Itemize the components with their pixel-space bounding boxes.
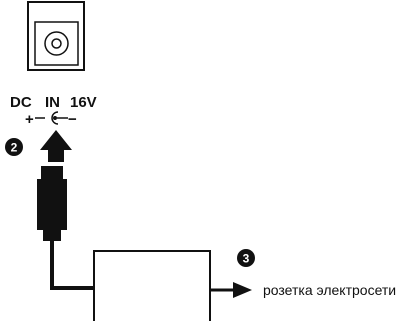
dc-label: DC — [10, 94, 32, 111]
plus-sign: + — [25, 111, 34, 128]
minus-sign: − — [68, 111, 77, 128]
step-3-number: 3 — [243, 252, 250, 266]
dc-plug — [37, 166, 67, 241]
outlet-arrow-icon — [233, 282, 252, 298]
polarity-symbol: + − — [25, 111, 77, 128]
outlet-label: розетка электросети — [263, 282, 396, 298]
insert-arrow-icon — [40, 130, 72, 162]
voltage-label: 16V — [70, 94, 97, 111]
dc-in-jack — [27, 1, 85, 71]
ac-adaptor — [93, 250, 211, 321]
step-2-marker: 2 — [5, 138, 23, 156]
step-3-marker: 3 — [237, 249, 255, 267]
power-cable — [50, 241, 94, 290]
step-2-number: 2 — [11, 141, 18, 155]
in-label: IN — [45, 94, 60, 111]
